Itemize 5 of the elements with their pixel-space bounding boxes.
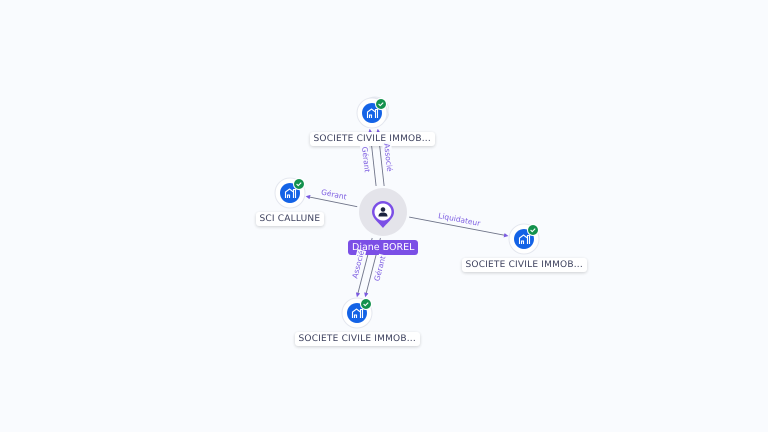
connector-arrow [306,194,358,208]
connector-arrow [408,216,508,238]
company-name-tag: SOCIETE CIVILE IMMOB... [462,258,587,272]
company-name-tag: SCI CALLUNE [256,212,324,226]
company-name-tag: SOCIETE CIVILE IMMOB... [294,332,420,346]
